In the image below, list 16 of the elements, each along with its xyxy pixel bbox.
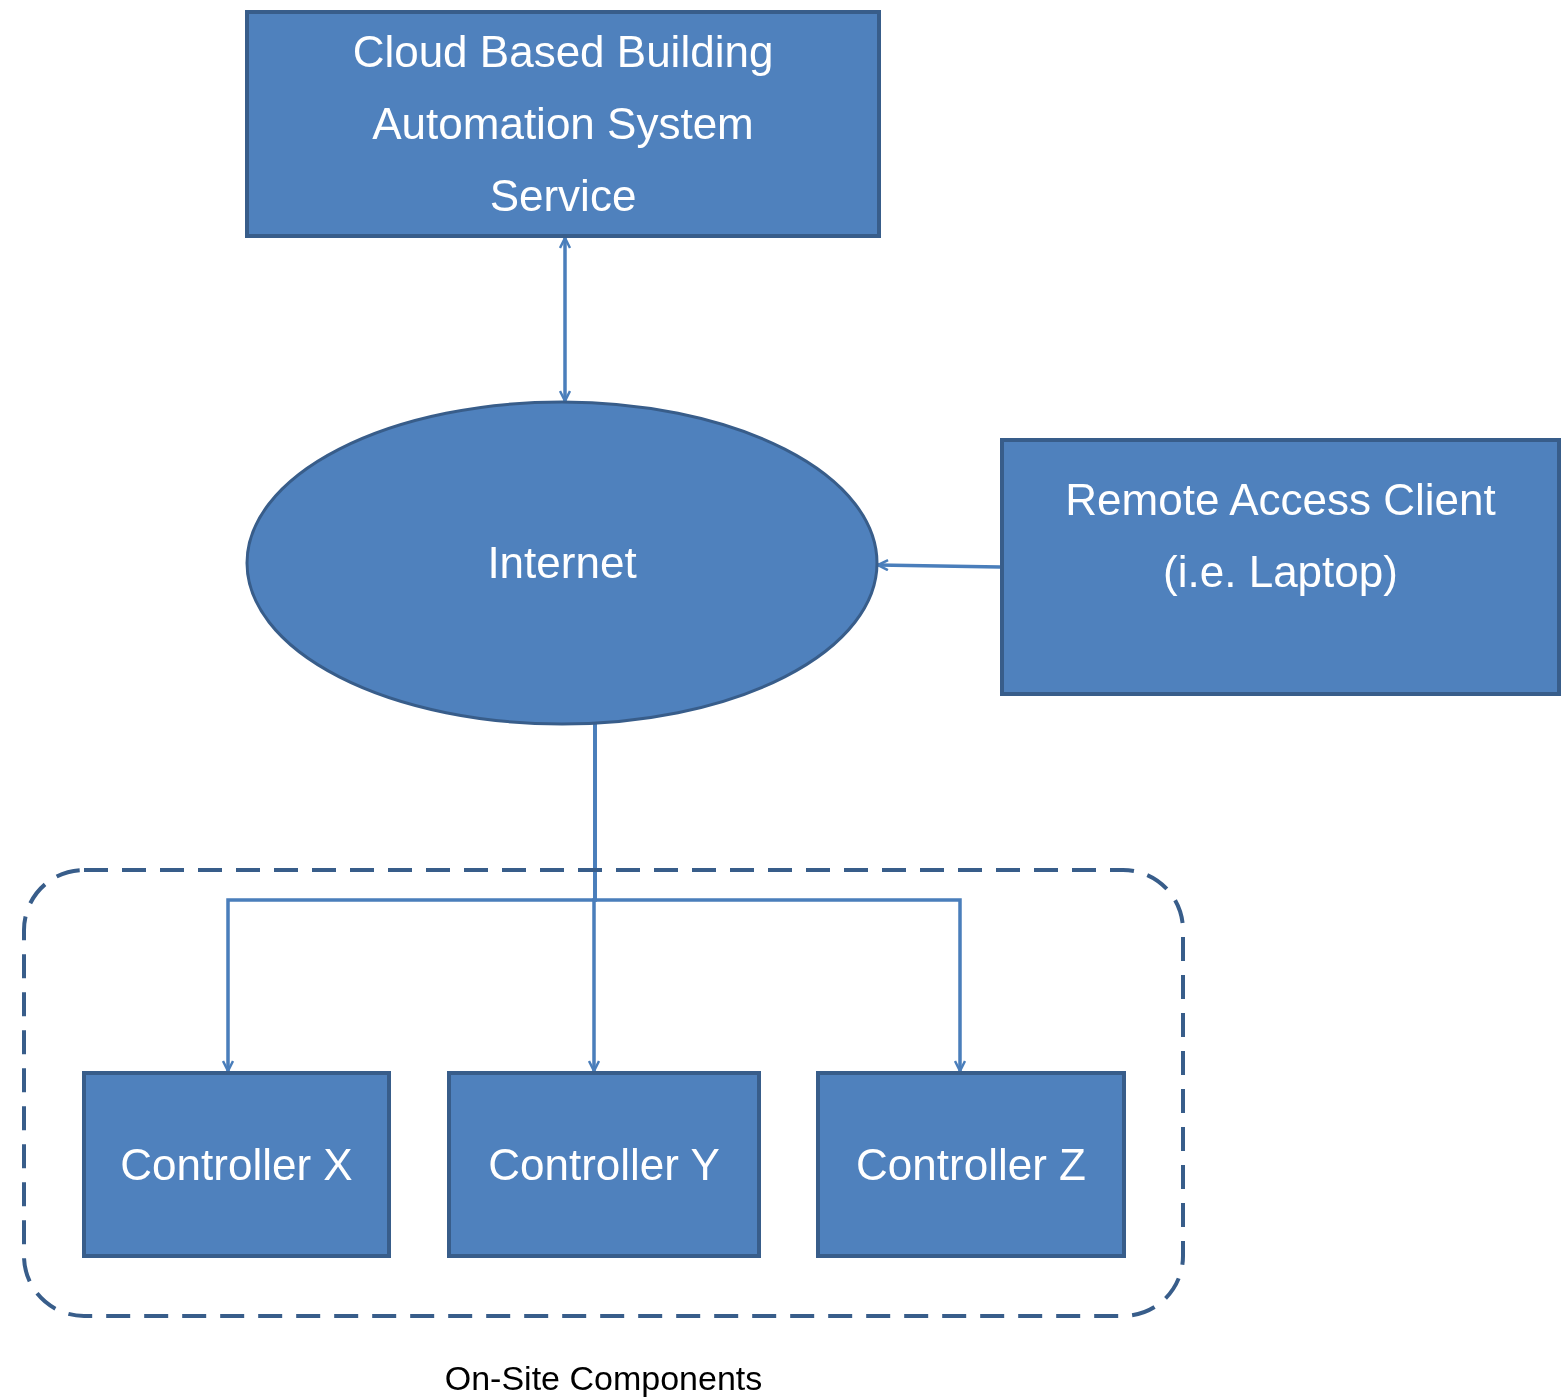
arrow <box>558 236 572 403</box>
client-box <box>1000 438 1561 696</box>
node-label: Cloud Based Building Automation System Service <box>351 26 775 222</box>
controller-box <box>82 1071 391 1258</box>
node-label: Controller Z <box>855 1138 1087 1191</box>
node-label: Internet <box>486 537 638 589</box>
arrow <box>876 558 1001 572</box>
group-label: On-Site Components <box>443 1358 764 1398</box>
node-label: Controller X <box>119 1138 354 1191</box>
network-ellipse <box>245 400 879 726</box>
service-box <box>245 10 881 238</box>
arrow <box>593 724 967 1073</box>
node-label: Controller Y <box>487 1138 721 1191</box>
controller-box <box>447 1071 761 1258</box>
node-label: Remote Access Client (i.e. Laptop) <box>1064 474 1497 598</box>
controller-box <box>816 1071 1126 1258</box>
